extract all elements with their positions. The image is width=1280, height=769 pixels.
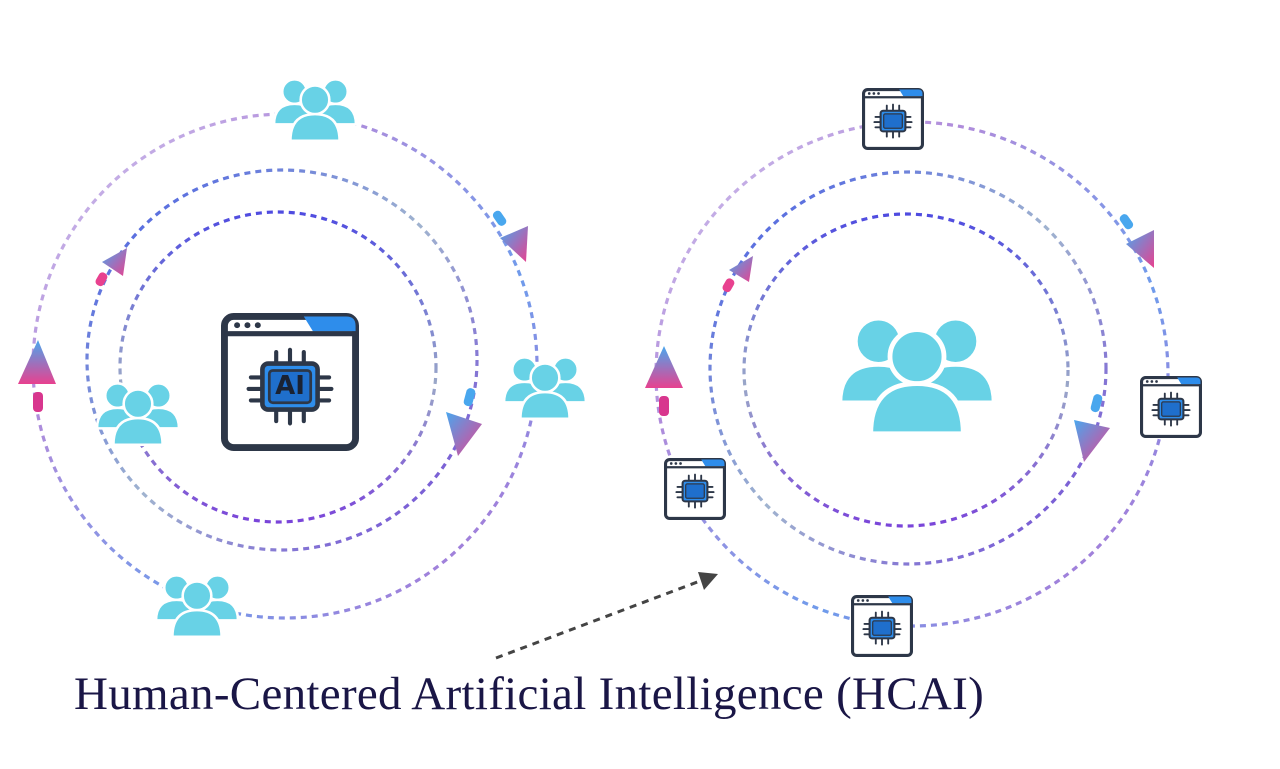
left-cycle: AI <box>18 77 588 639</box>
people-icon-center <box>840 318 994 434</box>
ai-chip-icon-bottom <box>850 594 914 658</box>
left-arrow-right-down <box>446 388 482 456</box>
ai-chip-icon-top <box>861 88 925 150</box>
left-arrow-left <box>18 340 56 412</box>
connector-arrow <box>495 572 718 660</box>
right-cycle <box>645 88 1202 658</box>
right-inner-ring <box>742 212 1070 528</box>
people-icon-left <box>95 381 181 447</box>
diagram-caption: Human-Centered Artificial Intelligence (… <box>74 668 985 720</box>
ai-chip-icon-right <box>1140 375 1202 439</box>
ai-chip-label-center: AI <box>275 371 305 401</box>
people-icon-bottom <box>154 573 240 639</box>
right-arrow-left <box>645 346 683 416</box>
right-arrow-upper-left <box>722 256 753 293</box>
left-middle-ring <box>85 168 479 552</box>
right-arrow-right-down <box>1074 394 1110 462</box>
people-icon-top <box>272 77 358 143</box>
left-inner-ring <box>118 210 438 524</box>
left-arrow-upper-left <box>95 248 127 287</box>
people-icon-right <box>502 355 588 421</box>
right-arrow-top-right <box>1119 214 1154 268</box>
left-arrow-top-right <box>492 210 528 262</box>
right-middle-ring <box>708 170 1108 566</box>
ai-chip-icon-left <box>663 457 727 521</box>
